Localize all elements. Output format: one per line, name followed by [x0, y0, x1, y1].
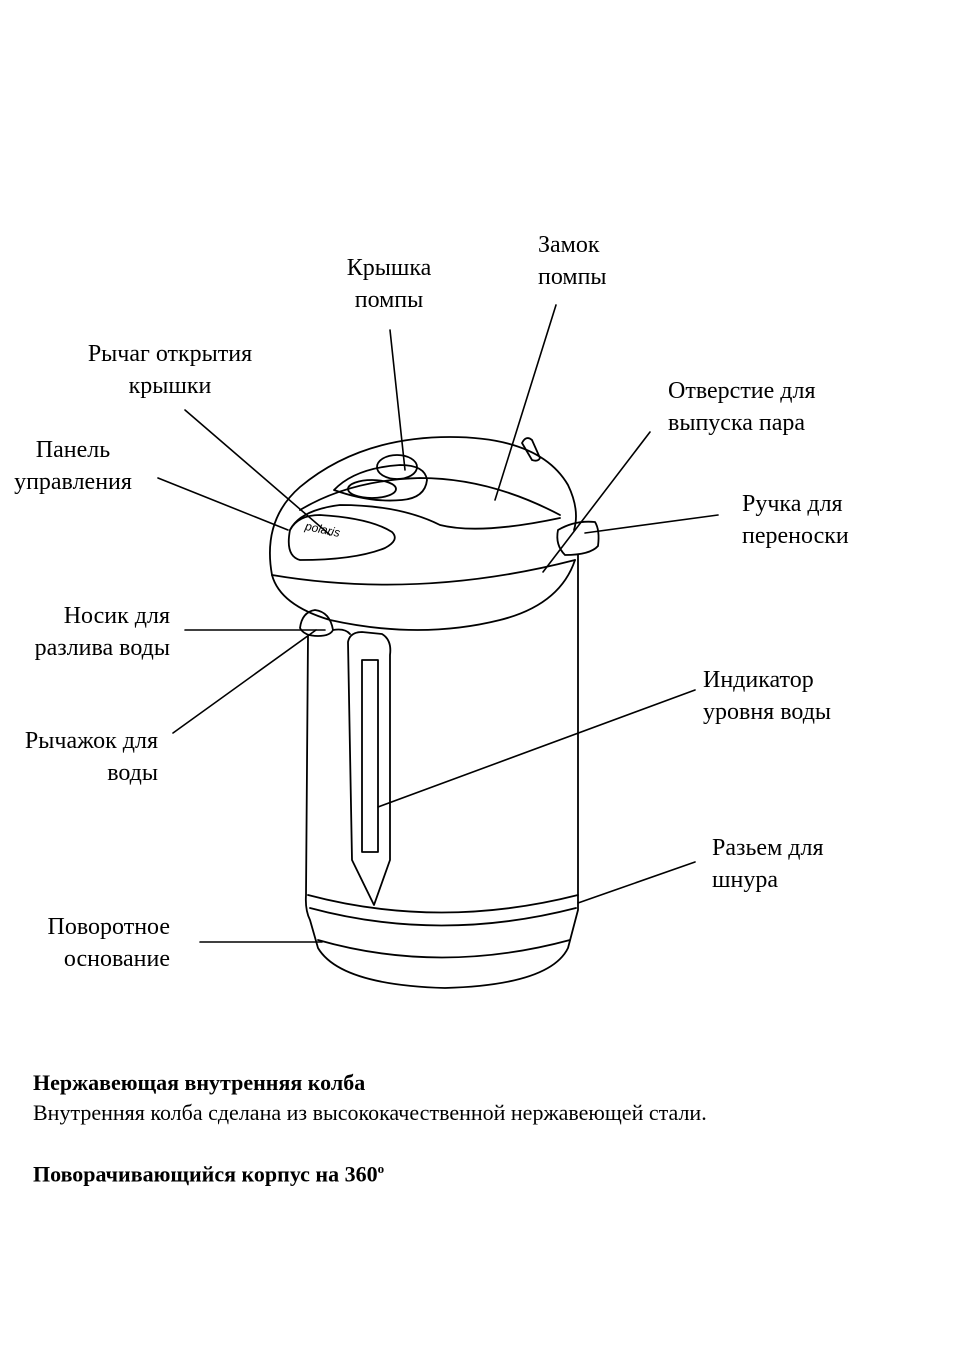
body-shell: [304, 554, 579, 989]
brand-logo: polaris: [303, 519, 341, 540]
pump-cap: [333, 454, 428, 502]
thermopot-diagram: polaris: [157, 304, 719, 989]
control-panel: polaris: [287, 514, 396, 561]
rotation-heading-text: Поворачивающийся корпус на 360: [33, 1161, 378, 1187]
leader-lines: [157, 304, 719, 943]
spout: [299, 609, 351, 637]
lid: [269, 436, 577, 631]
flask-description: Внутренняя колба сделана из высококачест…: [33, 1100, 707, 1125]
water-level-window: [347, 631, 392, 906]
swivel-base: [317, 939, 571, 959]
rotation-degree-sup: o: [377, 1161, 385, 1176]
pump-lock: [521, 437, 541, 462]
flask-heading: Нержавеющая внутренняя колба: [33, 1070, 366, 1095]
rotation-heading: Поворачивающийся корпус на 360o: [33, 1154, 913, 1189]
features-text: Нержавеющая внутренняя колба Внутренняя …: [33, 1068, 913, 1189]
